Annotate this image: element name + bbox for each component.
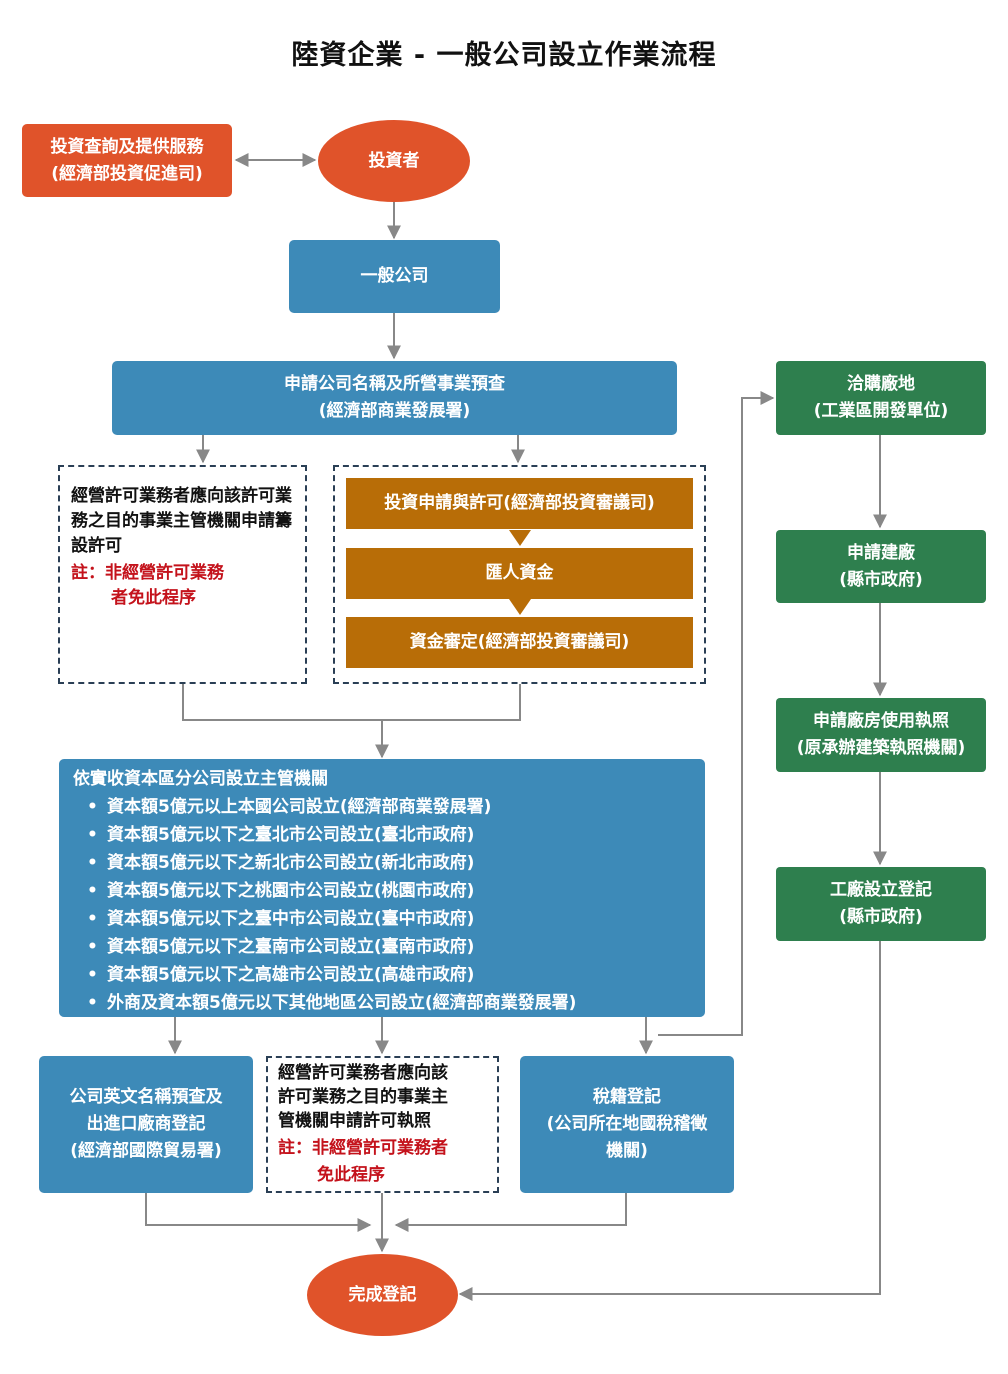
build-line2: (縣市政府) <box>839 569 923 590</box>
connector-english-merge <box>145 1193 372 1232</box>
invest-permit-box: 投資申請與許可(經濟部投資審議司) <box>346 478 693 529</box>
authority-item: 資本額5億元以下之臺南市公司設立(臺南市政府) <box>87 933 705 961</box>
remit-funds-box: 匯人資金 <box>346 548 693 599</box>
complete-label: 完成登記 <box>348 1284 417 1305</box>
name-precheck-line1: 申請公司名稱及所營事業預查 <box>284 374 505 394</box>
license-bottom-dashed-box <box>266 1056 499 1193</box>
inquiry-service-box: 投資查詢及提供服務 (經濟部投資促進司) <box>22 124 232 197</box>
tax-line1: 稅籍登記 <box>593 1087 661 1107</box>
english-name-line3: (經濟部國際貿易署) <box>70 1141 222 1161</box>
authority-item: 資本額5億元以下之臺北市公司設立(臺北市政府) <box>87 821 705 849</box>
fund-verify-box: 資金審定(經濟部投資審議司) <box>346 617 693 668</box>
authority-item: 資本額5億元以下之桃園市公司設立(桃園市政府) <box>87 877 705 905</box>
connector-merge <box>182 684 521 721</box>
connector-tax-merge <box>394 1193 627 1232</box>
english-name-box: 公司英文名稱預查及 出進口廠商登記 (經濟部國際貿易署) <box>39 1056 253 1193</box>
authority-item: 資本額5億元以上本國公司設立(經濟部商業發展署) <box>87 793 705 821</box>
land-line1: 洽購廠地 <box>847 374 915 394</box>
inquiry-line2: (經濟部投資促進司) <box>51 163 203 184</box>
connector-factory-complete <box>458 941 881 1301</box>
authority-item: 資本額5億元以下之新北市公司設立(新北市政府) <box>87 849 705 877</box>
license-bottom-line3: 管機關申請許可執照 <box>278 1111 431 1131</box>
authority-item: 資本額5億元以下之臺中市公司設立(臺中市政府) <box>87 905 705 933</box>
license-left-dashed-box <box>58 465 307 684</box>
usage-license-line1: 申請廠房使用執照 <box>813 711 949 731</box>
name-precheck-box: 申請公司名稱及所營事業預查 (經濟部商業發展署) <box>112 361 677 435</box>
land-purchase-box: 洽購廠地 (工業區開發單位) <box>776 361 986 435</box>
general-company-label: 一般公司 <box>360 266 429 286</box>
tax-line2: (公司所在地國稅稽徵 <box>546 1114 708 1134</box>
english-name-line2: 出進口廠商登記 <box>86 1114 206 1134</box>
name-precheck-line2: (經濟部商業發展署) <box>318 401 471 421</box>
license-left-note-line1: 註：非經營許可業務 <box>71 563 224 583</box>
tax-line3: 機關) <box>606 1141 648 1161</box>
inquiry-line1: 投資查詢及提供服務 <box>50 136 204 157</box>
factory-line2: (縣市政府) <box>839 907 923 927</box>
authority-item: 外商及資本額5億元以下其他地區公司設立(經濟部商業發展署) <box>87 989 705 1017</box>
fund-verify-label: 資金審定(經濟部投資審議司) <box>409 632 630 652</box>
authority-list: 資本額5億元以上本國公司設立(經濟部商業發展署) 資本額5億元以下之臺北市公司設… <box>73 793 705 1017</box>
factory-registration-box: 工廠設立登記 (縣市政府) <box>776 867 986 941</box>
investor-node: 投資者 <box>318 120 470 202</box>
connector-authority-land <box>658 391 775 1036</box>
investor-label: 投資者 <box>368 150 420 171</box>
remit-funds-label: 匯人資金 <box>485 563 554 583</box>
license-left-note-line2: 者免此程序 <box>111 588 196 608</box>
license-bottom-note-line2: 免此程序 <box>317 1165 385 1185</box>
license-bottom-note-line1: 註：非經營許可業務者 <box>278 1138 448 1158</box>
build-application-box: 申請建廠 (縣市政府) <box>776 530 986 603</box>
land-line2: (工業區開發單位) <box>813 401 949 421</box>
authority-item: 資本額5億元以下之高雄市公司設立(高雄市政府) <box>87 961 705 989</box>
usage-license-box: 申請廠房使用執照 (原承辦建築執照機關) <box>776 698 986 772</box>
usage-license-line2: (原承辦建築執照機關) <box>796 738 966 758</box>
build-line1: 申請建廠 <box>847 542 915 563</box>
license-bottom-line1: 經營許可業務者應向該 <box>278 1063 448 1083</box>
license-bottom-line2: 許可業務之目的事業主 <box>278 1087 448 1107</box>
english-name-line1: 公司英文名稱預查及 <box>69 1087 223 1107</box>
page-title: 陸資企業 - 一般公司設立作業流程 <box>291 40 717 71</box>
tax-registration-box: 稅籍登記 (公司所在地國稅稽徵 機關) <box>520 1056 734 1193</box>
complete-registration-node: 完成登記 <box>307 1254 458 1336</box>
authority-box: 依實收資本區分公司設立主管機關 資本額5億元以上本國公司設立(經濟部商業發展署)… <box>59 759 705 1017</box>
general-company-box: 一般公司 <box>289 240 500 313</box>
license-left-text: 經營許可業務者應向該許可業務之目的事業主管機關申請籌設許可 <box>71 486 292 556</box>
factory-line1: 工廠設立登記 <box>830 880 932 900</box>
invest-permit-label: 投資申請與許可(經濟部投資審議司) <box>384 493 655 513</box>
authority-heading: 依實收資本區分公司設立主管機關 <box>73 769 328 789</box>
